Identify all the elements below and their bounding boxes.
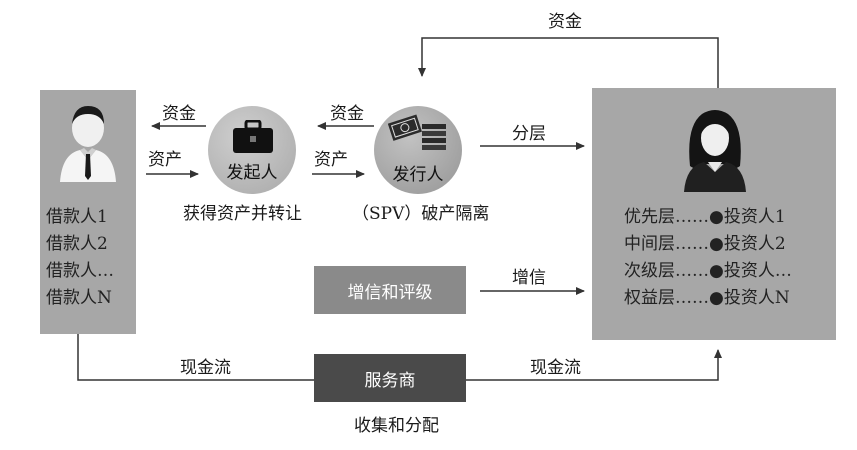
issuer-caption: （SPV）破产隔离 — [352, 204, 490, 224]
credit-enhancement-label: 增信 — [512, 268, 546, 288]
investors-panel: 优先层……●投资人1 中间层……●投资人2 次级层……●投资人… 权益层……●投… — [592, 88, 836, 340]
investor-item: 权益层……●投资人N — [624, 288, 790, 308]
cashflow-right-arrow — [466, 349, 722, 381]
servicer-box: 服务商 — [314, 354, 466, 402]
borrower-item: 借款人1 — [46, 207, 108, 227]
credit-rating-box: 增信和评级 — [314, 266, 466, 314]
money-stack-icon — [388, 114, 446, 150]
top-funds-label: 资金 — [548, 12, 582, 32]
borrower-item: 借款人… — [46, 261, 114, 281]
funds-label-left: 资金 — [162, 104, 196, 124]
investor-item: 中间层……●投资人2 — [624, 234, 786, 254]
cashflow-left-label: 现金流 — [180, 358, 231, 378]
borrowers-panel: 借款人1 借款人2 借款人… 借款人N — [40, 90, 136, 334]
cashflow-right-label: 现金流 — [530, 358, 581, 378]
assets-label-left: 资产 — [148, 150, 182, 170]
assets-label-mid: 资产 — [314, 150, 348, 170]
briefcase-icon — [233, 120, 273, 153]
top-funds-arrow — [418, 37, 719, 88]
borrower-item: 借款人2 — [46, 234, 108, 254]
originator-label: 发起人 — [226, 163, 278, 183]
borrower-item: 借款人N — [46, 288, 112, 308]
investor-item: 次级层……●投资人… — [624, 261, 792, 281]
issuer-label: 发行人 — [392, 165, 444, 185]
investor-person-icon — [684, 110, 746, 192]
cashflow-left-line — [77, 334, 314, 381]
investor-item: 优先层……●投资人1 — [624, 207, 786, 227]
tranching-label: 分层 — [512, 124, 546, 144]
issuer-node: 发行人 — [374, 106, 462, 194]
servicer-caption: 收集和分配 — [354, 416, 439, 436]
originator-node: 发起人 — [208, 106, 296, 194]
originator-caption: 获得资产并转让 — [183, 204, 302, 224]
borrower-person-icon — [60, 106, 116, 182]
funds-label-mid: 资金 — [330, 104, 364, 124]
